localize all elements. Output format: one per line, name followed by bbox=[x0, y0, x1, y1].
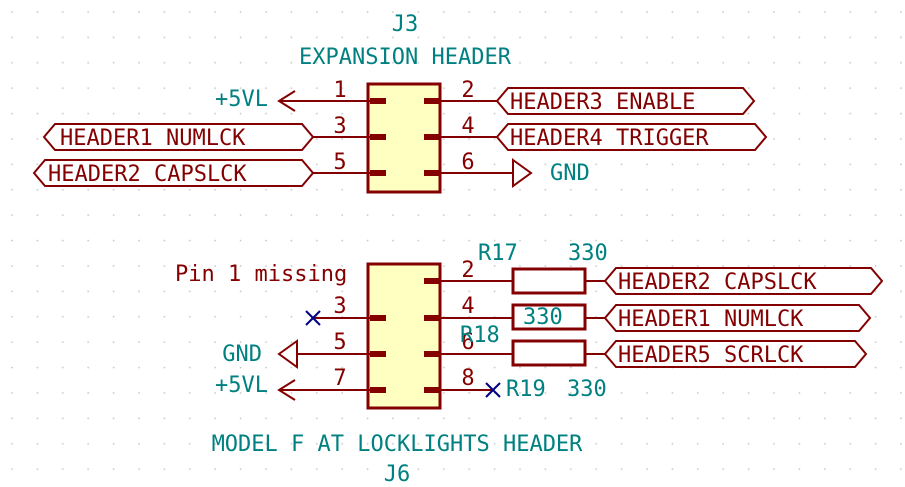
global-label-header4-trigger[interactable]: HEADER4_TRIGGER bbox=[495, 123, 768, 151]
j6-pin-4-number: 4 bbox=[461, 294, 474, 319]
r18-value: 330 bbox=[523, 305, 563, 330]
gnd-j6-label: GND bbox=[222, 342, 262, 367]
no-connect-pin8[interactable] bbox=[485, 382, 501, 398]
r17-value: 330 bbox=[568, 241, 608, 266]
j3-pin-stubs bbox=[313, 98, 513, 176]
power-5vl-j3[interactable]: +5VL bbox=[215, 87, 313, 112]
j3-pin-3-number: 3 bbox=[333, 114, 346, 139]
r19-reference: R19 bbox=[506, 377, 546, 402]
r17-body bbox=[511, 267, 587, 295]
global-label-icon bbox=[42, 123, 315, 151]
global-label-icon bbox=[603, 304, 872, 332]
gnd-arrow-icon bbox=[512, 158, 533, 188]
label-header4-trigger-text: HEADER4_TRIGGER bbox=[510, 126, 709, 151]
global-label-header3-enable[interactable]: HEADER3_ENABLE bbox=[495, 87, 756, 115]
label-header1-numlck-j6-text: HEADER1_NUMLCK bbox=[618, 307, 804, 332]
global-label-icon bbox=[495, 123, 768, 151]
j6-pin-7-number: 7 bbox=[333, 366, 346, 391]
resistor-r19[interactable]: R19 330 bbox=[506, 339, 607, 402]
j3-pin-6-number: 6 bbox=[461, 150, 474, 175]
j6-value: MODEL F AT LOCKLIGHTS HEADER bbox=[212, 432, 584, 457]
j3-pin-2-number: 2 bbox=[461, 78, 474, 103]
label-header5-scrlck-text: HEADER5_SCRLCK bbox=[618, 343, 804, 368]
j6-pin-3-number: 3 bbox=[333, 294, 346, 319]
power-5vl-label: +5VL bbox=[215, 87, 268, 112]
power-5vl-j6-label: +5VL bbox=[215, 373, 268, 398]
global-label-header1-numlck-j6[interactable]: HEADER1_NUMLCK bbox=[603, 304, 872, 332]
j6-body bbox=[366, 262, 442, 410]
j6-pin-8-number: 8 bbox=[461, 366, 474, 391]
j6-pin-stubs bbox=[313, 278, 513, 393]
j6-pin-6-number: 6 bbox=[461, 330, 474, 355]
j3-pin-5-number: 5 bbox=[333, 150, 346, 175]
r18-reference: R18 bbox=[460, 323, 500, 348]
global-label-header1-numlck-j3[interactable]: HEADER1_NUMLCK bbox=[42, 123, 315, 151]
gnd-label: GND bbox=[550, 161, 590, 186]
power-5vl-j6[interactable]: +5VL bbox=[215, 373, 313, 401]
j6-reference: J6 bbox=[384, 462, 411, 487]
resistor-r18[interactable]: 330 R18 bbox=[460, 303, 605, 348]
global-label-icon bbox=[603, 267, 884, 295]
label-header1-numlck-text: HEADER1_NUMLCK bbox=[60, 126, 246, 151]
no-connect-pin3[interactable] bbox=[305, 310, 321, 326]
j6-pin1-missing-note: Pin 1 missing bbox=[175, 262, 347, 287]
gnd-j3[interactable]: GND bbox=[512, 158, 590, 188]
j3-pin-4-number: 4 bbox=[461, 114, 474, 139]
global-label-header2-capslck-j6[interactable]: HEADER2_CAPSLCK bbox=[603, 267, 884, 295]
global-label-icon bbox=[603, 340, 868, 368]
power-arrow-icon bbox=[277, 90, 296, 112]
global-label-header5-scrlck[interactable]: HEADER5_SCRLCK bbox=[603, 340, 868, 368]
label-header2-capslck-j6-text: HEADER2_CAPSLCK bbox=[618, 270, 817, 295]
j3-reference: J3 bbox=[392, 12, 419, 37]
r17-reference: R17 bbox=[478, 241, 518, 266]
connector-j6[interactable]: Pin 1 missing 2 3 4 5 6 7 8 MODEL F AT L… bbox=[175, 258, 583, 487]
j6-pin-5-number: 5 bbox=[333, 330, 346, 355]
global-label-icon bbox=[32, 159, 315, 187]
j3-value: EXPANSION HEADER bbox=[299, 45, 512, 70]
j6-pin-2-number: 2 bbox=[461, 258, 474, 283]
r19-value: 330 bbox=[567, 377, 607, 402]
gnd-j6[interactable]: GND bbox=[222, 339, 313, 369]
connector-j3[interactable]: J3 EXPANSION HEADER 1 2 3 4 5 6 bbox=[299, 12, 513, 194]
resistor-r17[interactable]: R17 330 bbox=[478, 241, 608, 295]
j3-pin-1-number: 1 bbox=[333, 78, 346, 103]
label-header3-enable-text: HEADER3_ENABLE bbox=[510, 90, 695, 115]
global-label-icon bbox=[495, 87, 756, 115]
label-header2-capslck-text: HEADER2_CAPSLCK bbox=[48, 162, 247, 187]
gnd-arrow-icon bbox=[277, 339, 298, 369]
r18-body bbox=[511, 303, 587, 331]
global-label-header2-capslck-j3[interactable]: HEADER2_CAPSLCK bbox=[32, 159, 315, 187]
r19-body bbox=[511, 339, 587, 367]
power-arrow-icon bbox=[277, 379, 296, 401]
